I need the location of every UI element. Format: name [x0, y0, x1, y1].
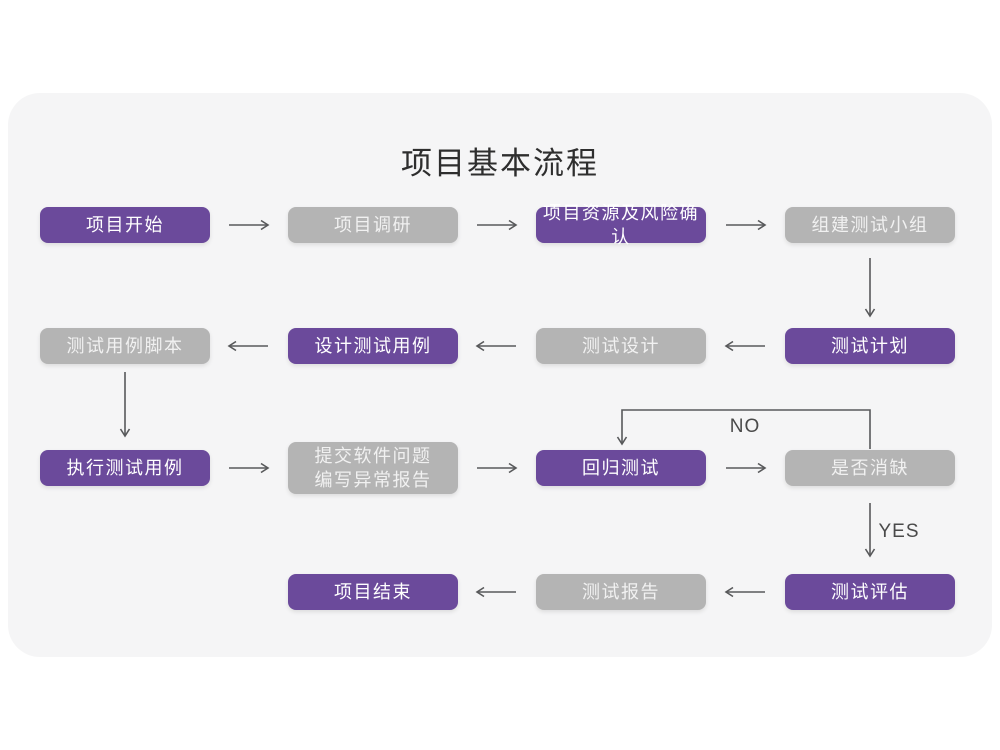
node-build-test-team: 组建测试小组: [785, 207, 955, 243]
node-design-test-case: 设计测试用例: [288, 328, 458, 364]
node-project-start: 项目开始: [40, 207, 210, 243]
edge-label-no: NO: [729, 416, 761, 437]
node-resources-risk-confirm: 项目资源及风险确认: [536, 203, 706, 247]
node-defect-cleared: 是否消缺: [785, 450, 955, 486]
node-execute-test-case: 执行测试用例: [40, 450, 210, 486]
node-test-case-script: 测试用例脚本: [40, 328, 210, 364]
node-submit-issue-report: 提交软件问题 编写异常报告: [288, 442, 458, 494]
node-regression-test: 回归测试: [536, 450, 706, 486]
diagram-card: [8, 93, 992, 657]
diagram-title: 项目基本流程: [401, 146, 599, 181]
node-test-evaluation: 测试评估: [785, 574, 955, 610]
edge-label-yes: YES: [878, 521, 920, 542]
node-test-design: 测试设计: [536, 328, 706, 364]
node-test-plan: 测试计划: [785, 328, 955, 364]
node-project-end: 项目结束: [288, 574, 458, 610]
node-test-report: 测试报告: [536, 574, 706, 610]
node-project-research: 项目调研: [288, 207, 458, 243]
